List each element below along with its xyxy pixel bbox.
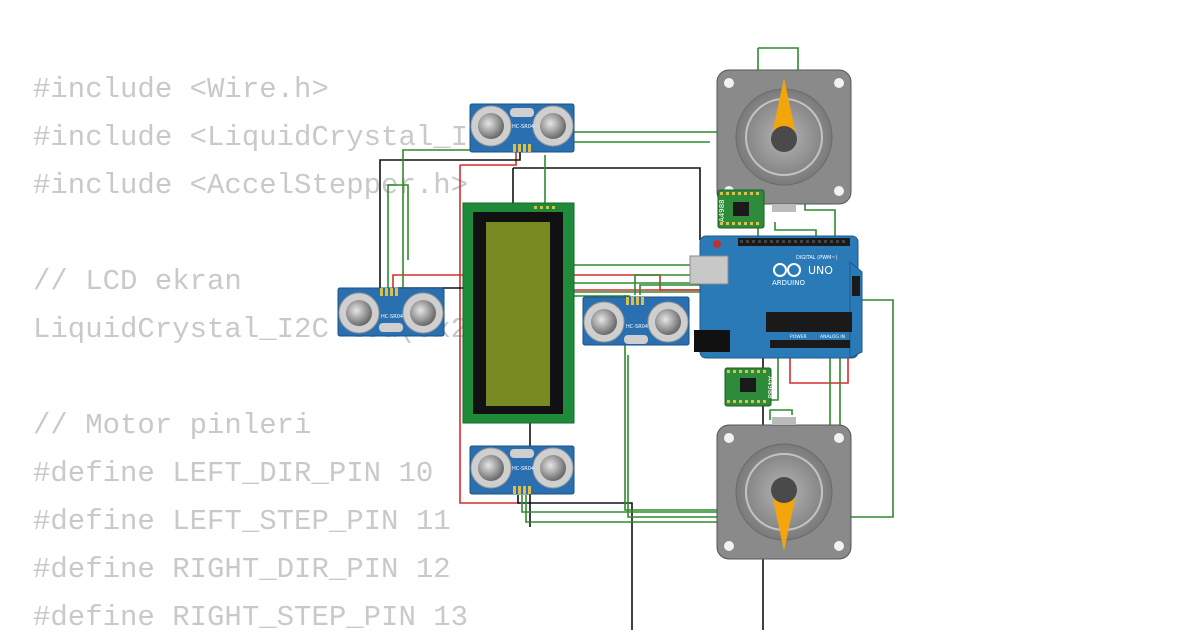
mount-hole-icon [834, 78, 844, 88]
code-line: #define RIGHT_DIR_PIN 12 [33, 553, 451, 586]
stepper-motor-bottom [716, 417, 852, 560]
mount-hole-icon [724, 541, 734, 551]
microcontroller-chip [766, 312, 852, 332]
mount-hole-icon [834, 433, 844, 443]
mount-hole-icon [834, 541, 844, 551]
arduino-brand-label: ARDUINO [772, 279, 805, 287]
arduino-logo-icon [773, 263, 801, 277]
mount-hole-icon [724, 433, 734, 443]
wire-green [758, 47, 799, 75]
ultrasonic-sensor-top: HC-SR04 [469, 103, 575, 153]
code-line: // LCD ekran [33, 265, 242, 298]
driver-label: A4988 [718, 199, 726, 222]
code-line: #include <Wire.h> [33, 73, 329, 106]
wire-green [521, 495, 610, 513]
code-line: #define RIGHT_STEP_PIN 13 [33, 601, 469, 634]
lcd-screen [486, 222, 550, 406]
shaft-pointer-icon [773, 78, 795, 140]
ultrasonic-sensor-right: HC-SR04 [582, 296, 690, 346]
arduino-uno-board: DIGITAL (PWM~) UNO ARDUINO POWER ANALOG … [689, 235, 863, 359]
stepper-driver-top: A4988 [717, 189, 765, 229]
wire-red [460, 152, 517, 166]
sensor-label: HC-SR04 [512, 124, 534, 130]
code-line: #define LEFT_STEP_PIN 11 [33, 505, 451, 538]
usb-port [689, 255, 729, 285]
driver-label: A4988 [766, 376, 774, 399]
digital-label: DIGITAL (PWM~) [796, 255, 838, 261]
wire-green [627, 299, 894, 518]
mount-hole-icon [724, 78, 734, 88]
stepper-driver-bottom: A4988 [724, 367, 774, 407]
reset-button [713, 240, 721, 248]
ultrasonic-sensor-left: HC-SR04 [337, 287, 445, 337]
wire-green [387, 184, 409, 288]
code-line: #define LEFT_DIR_PIN 10 [33, 457, 434, 490]
shaft-pointer-icon [773, 489, 795, 551]
wire-red [459, 165, 520, 504]
wire-green [774, 222, 817, 240]
arduino-model-label: UNO [808, 264, 833, 277]
ultrasonic-sensor-bottom: HC-SR04 [469, 445, 575, 495]
power-jack [694, 330, 730, 352]
mount-hole-icon [834, 186, 844, 196]
power-label: POWER [790, 334, 807, 340]
wire-green [525, 495, 635, 523]
stepper-motor-top [716, 69, 852, 212]
sensor-label: HC-SR04 [381, 314, 403, 320]
analog-label: ANALOG IN [820, 334, 845, 340]
wire-black [517, 495, 633, 630]
code-line: #include <AccelStepper.h> [33, 169, 469, 202]
sensor-label: HC-SR04 [512, 466, 534, 472]
sensor-label: HC-SR04 [626, 324, 648, 330]
wire-green [769, 409, 793, 420]
lcd-display [462, 202, 575, 424]
wire-black [379, 152, 521, 288]
code-line: // Motor pinleri [33, 409, 312, 442]
wire-black [513, 167, 701, 240]
